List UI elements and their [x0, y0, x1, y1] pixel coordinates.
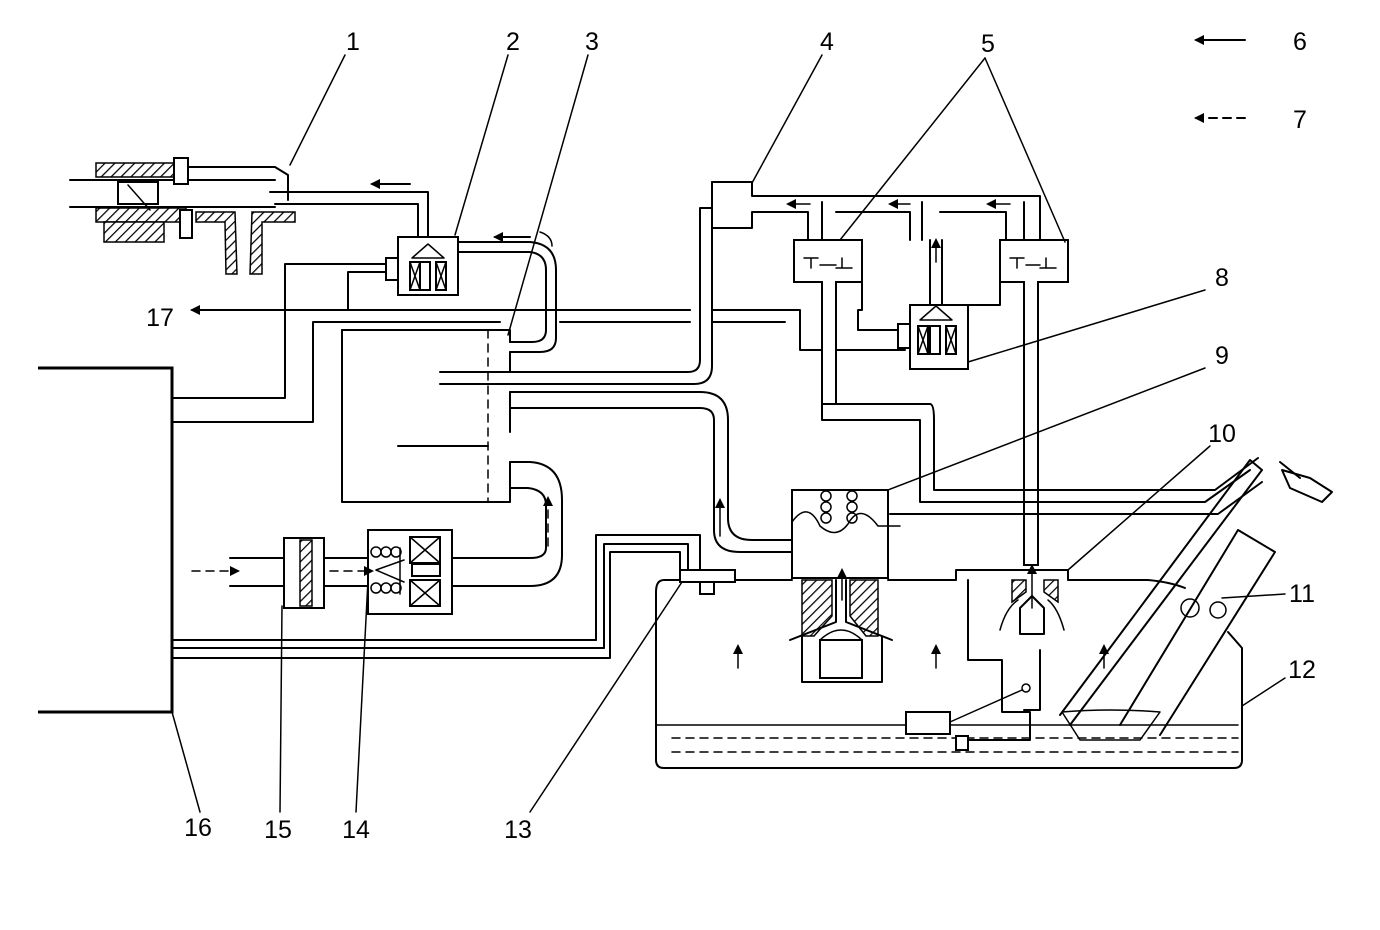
callout-6: 6 [1293, 28, 1307, 56]
check-valve-right [999, 239, 1069, 566]
callout-16: 16 [184, 814, 212, 842]
callout-5: 5 [981, 30, 995, 58]
callout-3: 3 [585, 28, 599, 56]
callout-11: 11 [1289, 580, 1315, 608]
callout-14: 14 [342, 816, 370, 844]
callout-17: 17 [146, 304, 174, 332]
canister-vent-valve [367, 529, 453, 615]
callout-9: 9 [1215, 342, 1229, 370]
callout-8: 8 [1215, 264, 1229, 292]
callout-1: 1 [346, 28, 360, 56]
fresh-air-filter [283, 537, 325, 609]
callout-10: 10 [1208, 420, 1236, 448]
vent-solenoid-valve [897, 304, 969, 370]
fuel-filler-neck [1059, 459, 1333, 741]
tank-vent-fitting [679, 569, 736, 595]
callout-labels: 1 2 3 4 5 6 7 8 9 10 11 12 13 14 15 16 1… [146, 28, 1316, 844]
callout-7: 7 [1293, 106, 1307, 134]
liquid-vapor-separator [791, 489, 901, 579]
callout-13: 13 [504, 816, 532, 844]
leader-lines [171, 54, 1286, 813]
callout-2: 2 [506, 28, 520, 56]
callout-15: 15 [264, 816, 292, 844]
callout-4: 4 [820, 28, 834, 56]
fill-limit-vent-valve [905, 579, 1065, 751]
engine-control-module [38, 366, 174, 714]
callout-12: 12 [1288, 656, 1316, 684]
evap-canister [341, 329, 511, 503]
pipe-junction [711, 181, 1041, 241]
check-valve-left [793, 239, 863, 405]
purge-solenoid-valve [385, 236, 459, 296]
legend [1194, 35, 1246, 123]
intake-manifold [69, 157, 296, 275]
